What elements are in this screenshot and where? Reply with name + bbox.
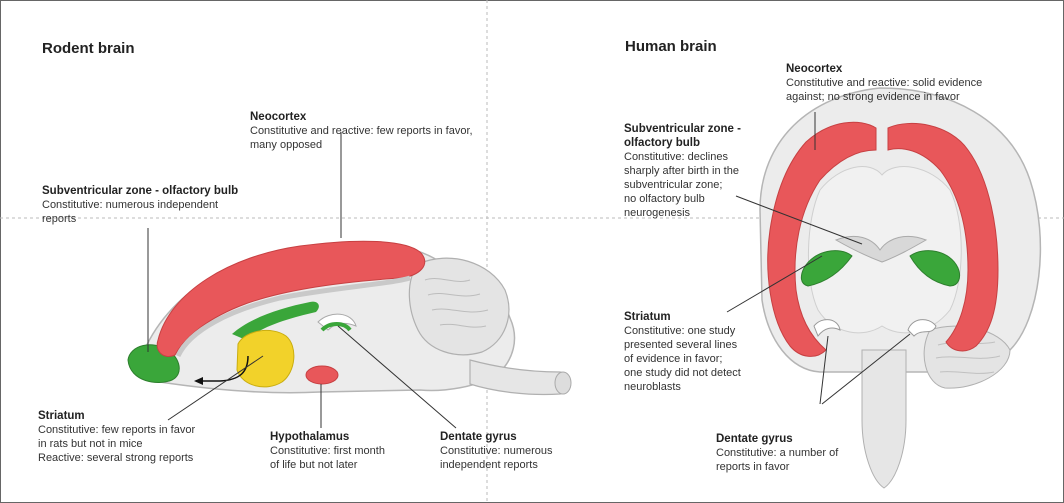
human-dentate-desc: Constitutive: a number of reports in fav… [716, 446, 838, 474]
human-striatum-desc: Constitutive: one study presented severa… [624, 324, 741, 394]
rodent-striatum-desc: Constitutive: few reports in favor in ra… [38, 423, 195, 465]
rodent-neocortex-desc: Constitutive and reactive: few reports i… [250, 124, 473, 152]
human-svz-desc: Constitutive: declines sharply after bir… [624, 150, 741, 220]
rodent-neocortex-annotation: Neocortex Constitutive and reactive: few… [250, 110, 473, 152]
rodent-dentate-annotation: Dentate gyrus Constitutive: numerous ind… [440, 430, 553, 472]
rodent-striatum-label: Striatum [38, 409, 195, 423]
human-title: Human brain [625, 38, 717, 55]
rodent-hypothalamus-desc: Constitutive: first month of life but no… [270, 444, 385, 472]
rodent-hypothalamus-annotation: Hypothalamus Constitutive: first month o… [270, 430, 385, 472]
rodent-striatum [237, 330, 294, 386]
human-neocortex-label: Neocortex [786, 62, 982, 76]
rodent-hypothalamus-label: Hypothalamus [270, 430, 385, 444]
human-neocortex-desc: Constitutive and reactive: solid evidenc… [786, 76, 982, 104]
rodent-striatum-annotation: Striatum Constitutive: few reports in fa… [38, 409, 195, 465]
rodent-hypothalamus [306, 366, 338, 384]
rodent-brain-drawing [128, 132, 571, 428]
rodent-svz-desc: Constitutive: numerous independent repor… [42, 198, 238, 226]
human-svz-label: Subventricular zone - olfactory bulb [624, 122, 741, 150]
rodent-dentate-label: Dentate gyrus [440, 430, 553, 444]
rodent-svz-label: Subventricular zone - olfactory bulb [42, 184, 238, 198]
human-striatum-annotation: Striatum Constitutive: one study present… [624, 310, 741, 394]
human-neocortex-annotation: Neocortex Constitutive and reactive: sol… [786, 62, 982, 104]
rodent-title: Rodent brain [42, 40, 135, 57]
rodent-svz-annotation: Subventricular zone - olfactory bulb Con… [42, 184, 238, 226]
human-dentate-label: Dentate gyrus [716, 432, 838, 446]
human-brain-drawing [727, 88, 1040, 488]
human-brainstem [862, 350, 906, 488]
human-striatum-label: Striatum [624, 310, 741, 324]
human-dentate-annotation: Dentate gyrus Constitutive: a number of … [716, 432, 838, 474]
rodent-brainstem [470, 360, 570, 395]
human-svz-annotation: Subventricular zone - olfactory bulb Con… [624, 122, 741, 220]
rodent-neocortex-label: Neocortex [250, 110, 473, 124]
rodent-dentate-desc: Constitutive: numerous independent repor… [440, 444, 553, 472]
